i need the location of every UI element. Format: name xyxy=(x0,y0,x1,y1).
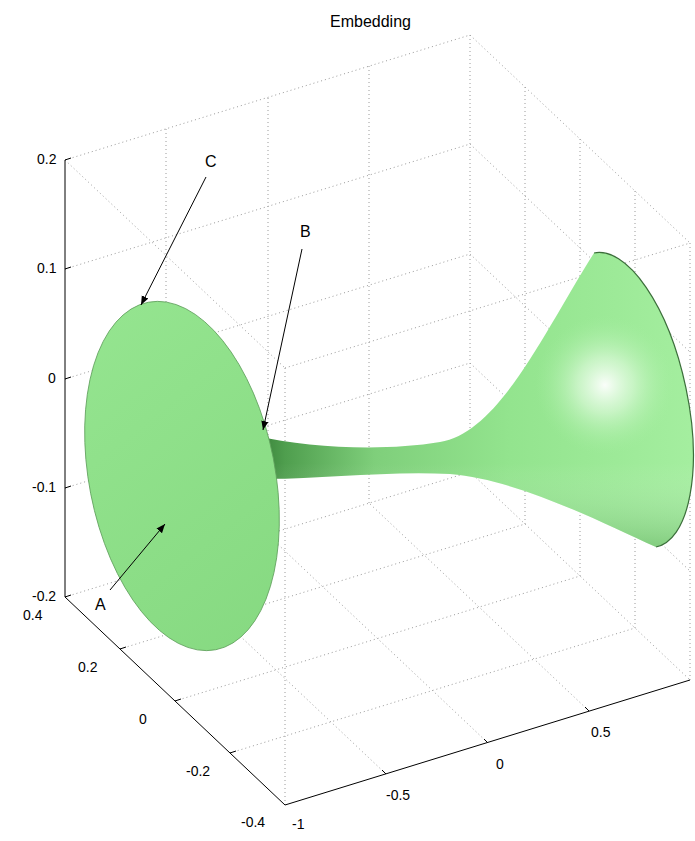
label-holder: 0.1 xyxy=(37,261,56,276)
leader-arrows xyxy=(110,177,302,590)
label-holder: 0.2 xyxy=(37,152,56,167)
callout-letter: C xyxy=(205,153,217,171)
chart-title: Embedding xyxy=(330,13,411,31)
z-tick-label: -0.1 xyxy=(32,480,56,495)
label-holder: -0.5 xyxy=(386,788,410,803)
label-holder: A xyxy=(95,596,106,614)
surface-shading xyxy=(240,252,693,547)
x-tick-label: 0.5 xyxy=(591,725,610,740)
label-holder: B xyxy=(300,223,311,241)
label-holder: -0.2 xyxy=(186,764,210,779)
callout-letter: A xyxy=(95,596,106,614)
y-tick-label: 0.4 xyxy=(23,608,42,623)
y-tick-label: -0.4 xyxy=(241,815,265,830)
label-holder: 0.2 xyxy=(78,660,97,675)
label-holder: -0.1 xyxy=(32,480,56,495)
x-tick-label: 0 xyxy=(496,757,504,772)
label-holder: 0.5 xyxy=(591,725,610,740)
embedded-surface xyxy=(57,252,693,667)
z-tick-label: 0.2 xyxy=(37,152,56,167)
label-holder: 0.4 xyxy=(23,608,42,623)
leader-a xyxy=(110,524,165,590)
y-tick-label: 0.2 xyxy=(78,660,97,675)
label-holder: C xyxy=(205,153,217,171)
y-tick-label: 0 xyxy=(139,712,147,727)
z-tick-label: 0.1 xyxy=(37,261,56,276)
x-tick-label: -1 xyxy=(292,817,304,832)
label-holder: -1 xyxy=(292,817,304,832)
label-holder: 0 xyxy=(496,757,504,772)
z-tick-label: -0.2 xyxy=(32,589,56,604)
leader-b xyxy=(263,249,302,430)
label-holder: -0.2 xyxy=(32,589,56,604)
x-tick-label: -0.5 xyxy=(386,788,410,803)
title-holder: Embedding xyxy=(330,13,411,31)
z-tick-label: 0 xyxy=(48,371,56,386)
surface-neck-and-bell xyxy=(240,252,693,547)
leader-c xyxy=(141,177,206,305)
callout-letter: B xyxy=(300,223,311,241)
y-tick-label: -0.2 xyxy=(186,764,210,779)
label-holder: 0 xyxy=(48,371,56,386)
label-holder: 0 xyxy=(139,712,147,727)
left-disk xyxy=(57,285,307,668)
bell-rim xyxy=(594,252,693,547)
label-holder: -0.4 xyxy=(241,815,265,830)
surface-highlight xyxy=(535,315,675,455)
